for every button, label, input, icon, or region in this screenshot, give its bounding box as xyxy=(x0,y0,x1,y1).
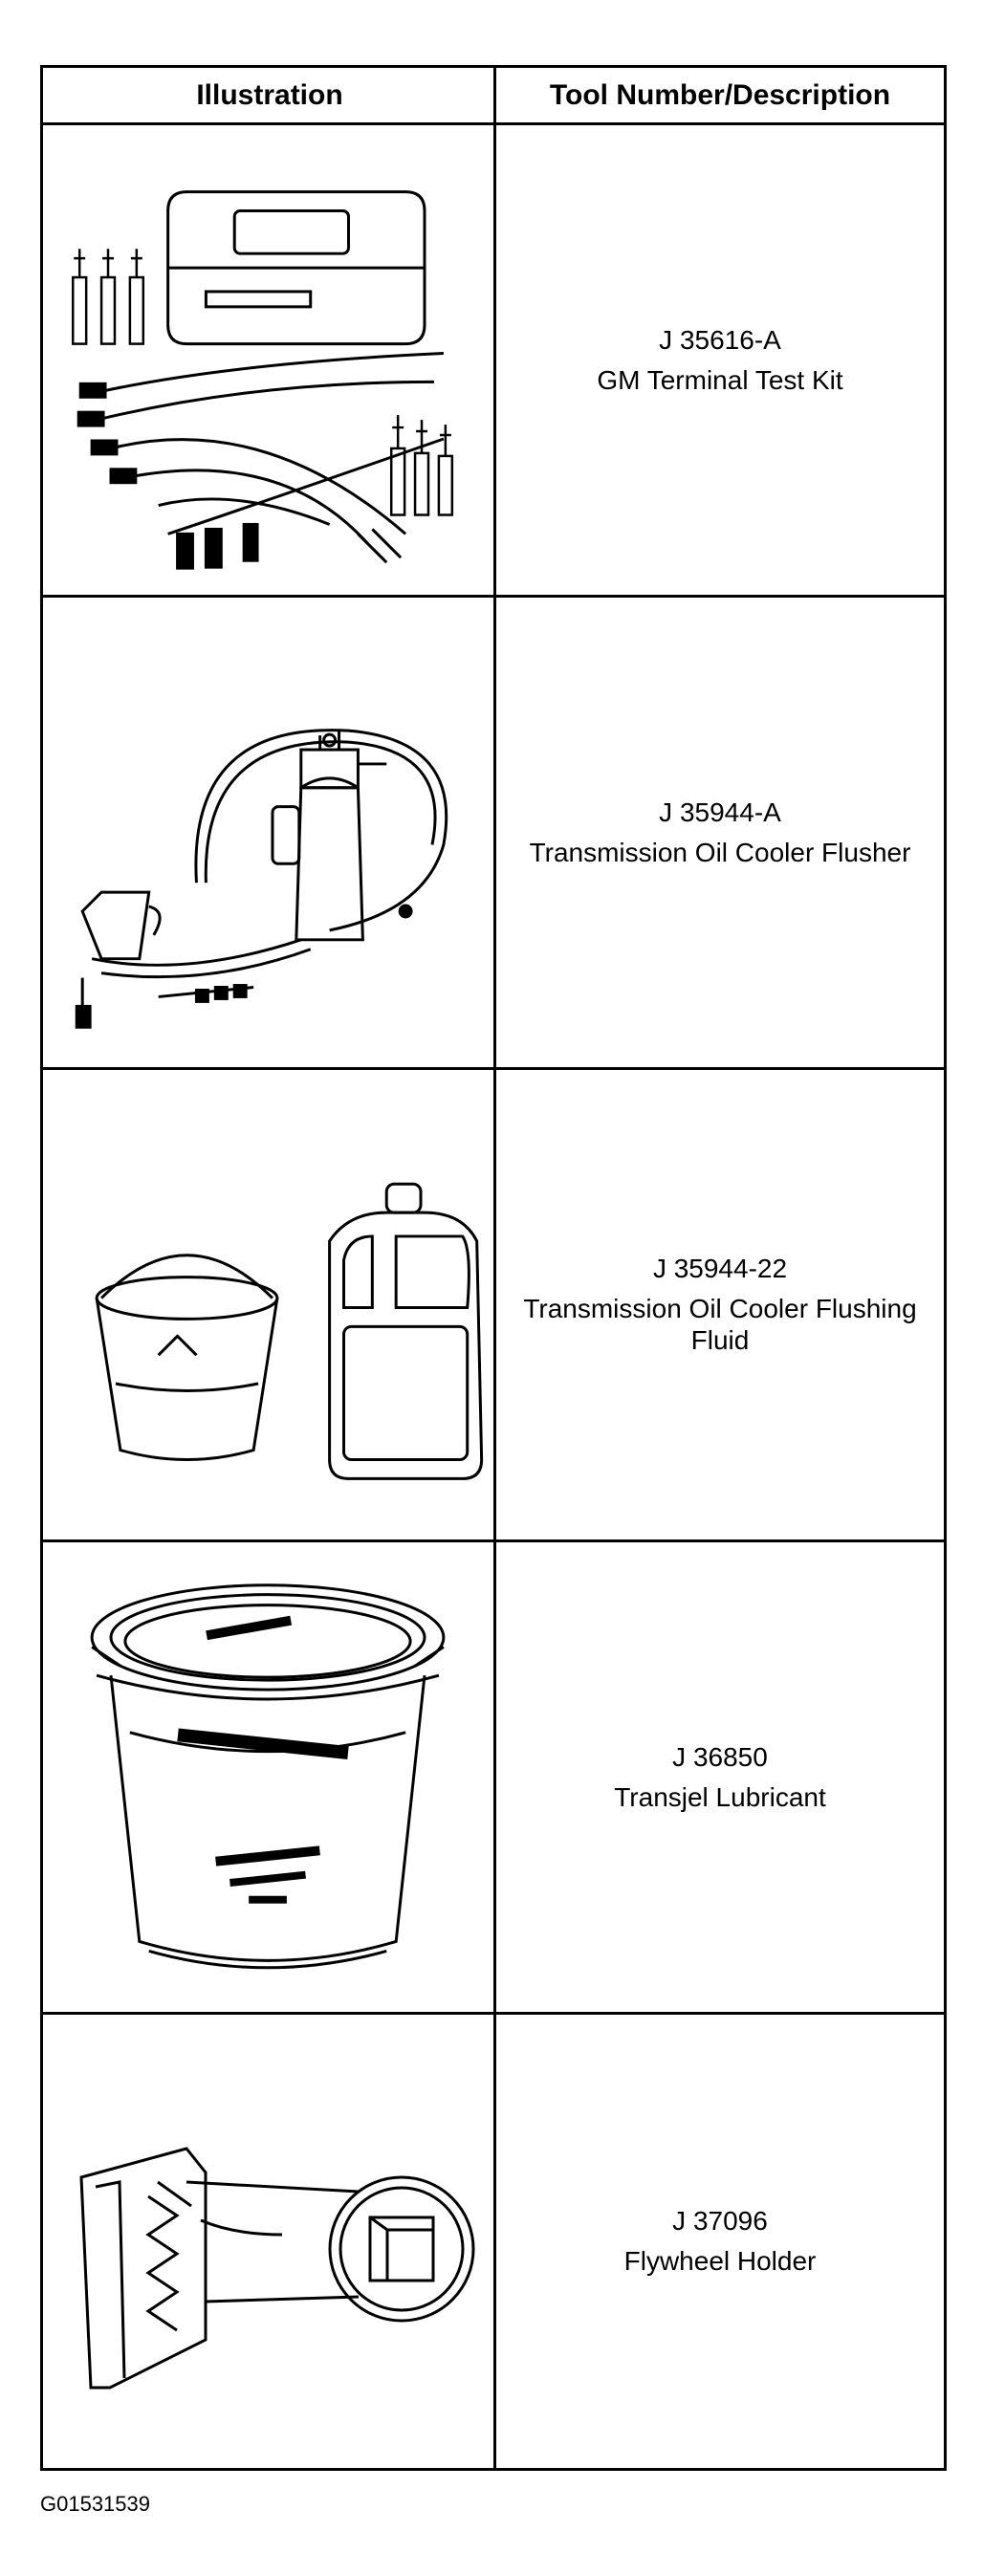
figure-id: G01531539 xyxy=(40,2492,150,2516)
tool-description: J 35944-A Transmission Oil Cooler Flushe… xyxy=(496,598,944,1067)
oil-cooler-flusher-icon xyxy=(43,598,493,1067)
table-row: J 37096 Flywheel Holder xyxy=(43,2015,944,2468)
flywheel-holder-icon xyxy=(43,2015,493,2468)
tool-description: J 36850 Transjel Lubricant xyxy=(496,1542,944,2012)
tool-name: Transmission Oil Cooler Flushing Fluid xyxy=(523,1293,917,1356)
tool-number: J 36850 xyxy=(672,1741,768,1772)
tool-number: J 35944-A xyxy=(659,797,781,827)
tool-description: J 35616-A GM Terminal Test Kit xyxy=(496,125,944,595)
tool-number: J 37096 xyxy=(672,2206,768,2237)
table-header: Illustration Tool Number/Description xyxy=(43,68,944,125)
tool-number: J 35616-A xyxy=(659,324,781,355)
terminal-test-kit-icon xyxy=(43,125,493,595)
column-divider xyxy=(493,68,496,2468)
tool-name: Transmission Oil Cooler Flusher xyxy=(529,837,911,867)
tool-number: J 35944-22 xyxy=(652,1254,788,1284)
table-row: J 35616-A GM Terminal Test Kit xyxy=(43,125,944,598)
table-row: J 36850 Transjel Lubricant xyxy=(43,1542,944,2015)
lubricant-tub-icon xyxy=(43,1542,493,2012)
tool-description: J 35944-22 Transmission Oil Cooler Flush… xyxy=(496,1070,944,1539)
table-row: J 35944-22 Transmission Oil Cooler Flush… xyxy=(43,1070,944,1542)
tool-name: Flywheel Holder xyxy=(623,2246,817,2276)
tool-name: Transjel Lubricant xyxy=(614,1781,826,1812)
table-row: J 35944-A Transmission Oil Cooler Flushe… xyxy=(43,598,944,1070)
tool-table: Illustration Tool Number/Description xyxy=(40,65,947,2471)
flushing-fluid-icon xyxy=(43,1070,493,1539)
tool-name: GM Terminal Test Kit xyxy=(597,364,843,395)
header-tool-number: Tool Number/Description xyxy=(549,78,891,111)
header-illustration: Illustration xyxy=(196,78,343,111)
tool-description: J 37096 Flywheel Holder xyxy=(496,2015,944,2468)
